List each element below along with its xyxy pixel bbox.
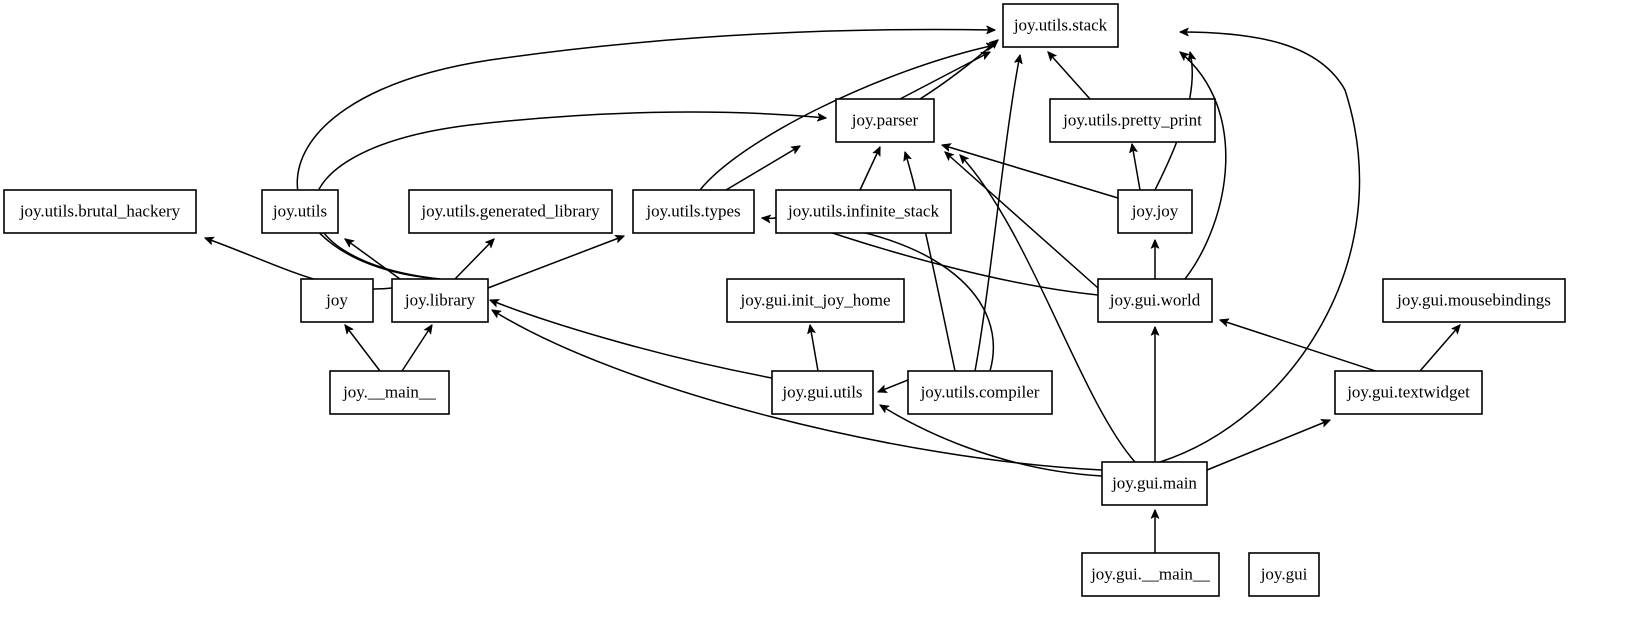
node-box-gui_main_[interactable] xyxy=(1081,552,1220,597)
node-infinite_stack[interactable]: joy.utils.infinite_stack xyxy=(775,189,952,234)
edge-main_-to-joy xyxy=(345,325,381,372)
edge-guiworld-to-stack xyxy=(1180,52,1227,280)
node-box-joyjoy[interactable] xyxy=(1117,189,1193,234)
node-brutal_hackery[interactable]: joy.utils.brutal_hackery xyxy=(3,189,197,234)
node-label-init_joy_home: joy.gui.init_joy_home xyxy=(739,290,890,309)
node-label-compiler: joy.utils.compiler xyxy=(920,382,1040,401)
node-label-library: joy.library xyxy=(404,290,476,309)
node-label-guimain: joy.gui.main xyxy=(1111,473,1197,492)
node-box-library[interactable] xyxy=(391,278,489,323)
edge-compiler-to-parser xyxy=(905,152,956,372)
node-guimain[interactable]: joy.gui.main xyxy=(1101,461,1208,506)
node-label-textwidget: joy.gui.textwidget xyxy=(1346,382,1470,401)
node-box-stack[interactable] xyxy=(1002,3,1119,48)
node-box-guimain[interactable] xyxy=(1101,461,1208,506)
edge-library-to-stack xyxy=(296,29,995,280)
node-label-main_: joy.__main__ xyxy=(342,382,436,401)
edge-library-to-generated_library xyxy=(454,239,494,280)
edge-guiutils-to-library xyxy=(490,300,773,379)
node-generated_library[interactable]: joy.utils.generated_library xyxy=(408,189,613,234)
edge-main_-to-library xyxy=(401,325,432,372)
node-box-mousebindings[interactable] xyxy=(1382,278,1566,323)
node-box-utils[interactable] xyxy=(261,189,339,234)
node-gui_main_[interactable]: joy.gui.__main__ xyxy=(1081,552,1220,597)
node-label-types: joy.utils.types xyxy=(645,201,740,220)
edge-infinite_stack-to-parser xyxy=(859,147,881,191)
node-label-infinite_stack: joy.utils.infinite_stack xyxy=(787,201,939,220)
node-box-generated_library[interactable] xyxy=(408,189,613,234)
node-compiler[interactable]: joy.utils.compiler xyxy=(907,370,1053,415)
node-library[interactable]: joy.library xyxy=(391,278,489,323)
node-box-infinite_stack[interactable] xyxy=(775,189,952,234)
node-label-generated_library: joy.utils.generated_library xyxy=(420,201,600,220)
edge-library-to-types xyxy=(487,236,624,289)
node-label-gui: joy.gui xyxy=(1260,564,1308,583)
node-init_joy_home[interactable]: joy.gui.init_joy_home xyxy=(726,278,905,323)
edge-parser-to-stack xyxy=(899,52,990,100)
node-box-types[interactable] xyxy=(632,189,755,234)
edge-types-to-stack xyxy=(699,45,995,191)
node-box-brutal_hackery[interactable] xyxy=(3,189,197,234)
node-box-compiler[interactable] xyxy=(907,370,1053,415)
node-joyjoy[interactable]: joy.joy xyxy=(1117,189,1193,234)
node-label-joyjoy: joy.joy xyxy=(1131,201,1179,220)
edge-compiler-to-stack xyxy=(974,55,1020,372)
node-textwidget[interactable]: joy.gui.textwidget xyxy=(1334,370,1483,415)
node-box-gui[interactable] xyxy=(1248,552,1320,597)
node-gui[interactable]: joy.gui xyxy=(1248,552,1320,597)
edge-guimain-to-parser xyxy=(960,155,1136,463)
node-box-init_joy_home[interactable] xyxy=(726,278,905,323)
node-box-joy[interactable] xyxy=(300,278,374,323)
edge-guiworld-to-parser xyxy=(945,152,1099,289)
edge-joyjoy-to-parser xyxy=(942,145,1119,199)
edge-joyjoy-to-pretty_print xyxy=(1132,144,1141,191)
node-types[interactable]: joy.utils.types xyxy=(632,189,755,234)
node-label-guiworld: joy.gui.world xyxy=(1109,290,1201,309)
node-joy[interactable]: joy xyxy=(300,278,374,323)
node-mousebindings[interactable]: joy.gui.mousebindings xyxy=(1382,278,1566,323)
node-label-guiutils: joy.gui.utils xyxy=(781,382,862,401)
node-box-parser[interactable] xyxy=(835,98,935,143)
edge-pretty_print-to-stack xyxy=(1048,52,1091,100)
node-label-utils: joy.utils xyxy=(272,201,327,220)
node-label-gui_main_: joy.gui.__main__ xyxy=(1090,564,1210,583)
node-guiworld[interactable]: joy.gui.world xyxy=(1097,278,1213,323)
nodes-layer: joy.utils.stack joy.parser joy.utils.prett… xyxy=(3,3,1566,597)
node-box-textwidget[interactable] xyxy=(1334,370,1483,415)
node-utils[interactable]: joy.utils xyxy=(261,189,339,234)
node-label-joy: joy xyxy=(325,290,348,309)
edge-parser-to-stack xyxy=(919,40,998,100)
node-label-pretty_print: joy.utils.pretty_print xyxy=(1062,110,1202,129)
edge-guiutils-to-init_joy_home xyxy=(810,325,819,372)
edge-library-to-utils xyxy=(345,239,401,280)
node-pretty_print[interactable]: joy.utils.pretty_print xyxy=(1049,98,1216,143)
edge-guimain-to-guiutils xyxy=(880,405,1103,477)
node-guiutils[interactable]: joy.gui.utils xyxy=(771,370,874,415)
node-main_[interactable]: joy.__main__ xyxy=(329,370,450,415)
node-label-stack: joy.utils.stack xyxy=(1013,15,1108,34)
node-label-parser: joy.parser xyxy=(851,110,919,129)
node-box-pretty_print[interactable] xyxy=(1049,98,1216,143)
node-label-brutal_hackery: joy.utils.brutal_hackery xyxy=(19,201,181,220)
edge-compiler-to-guiutils xyxy=(878,379,909,392)
edge-library-to-parser xyxy=(313,111,826,280)
node-stack[interactable]: joy.utils.stack xyxy=(1002,3,1119,48)
node-box-guiutils[interactable] xyxy=(771,370,874,415)
edge-types-to-parser xyxy=(725,146,800,191)
edge-textwidget-to-mousebindings xyxy=(1419,325,1460,372)
node-box-guiworld[interactable] xyxy=(1097,278,1213,323)
node-parser[interactable]: joy.parser xyxy=(835,98,935,143)
edge-textwidget-to-guiworld xyxy=(1220,320,1404,381)
node-label-mousebindings: joy.gui.mousebindings xyxy=(1396,290,1551,309)
node-box-main_[interactable] xyxy=(329,370,450,415)
edge-guimain-to-textwidget xyxy=(1206,420,1330,471)
edge-guimain-to-stack xyxy=(1159,32,1361,463)
